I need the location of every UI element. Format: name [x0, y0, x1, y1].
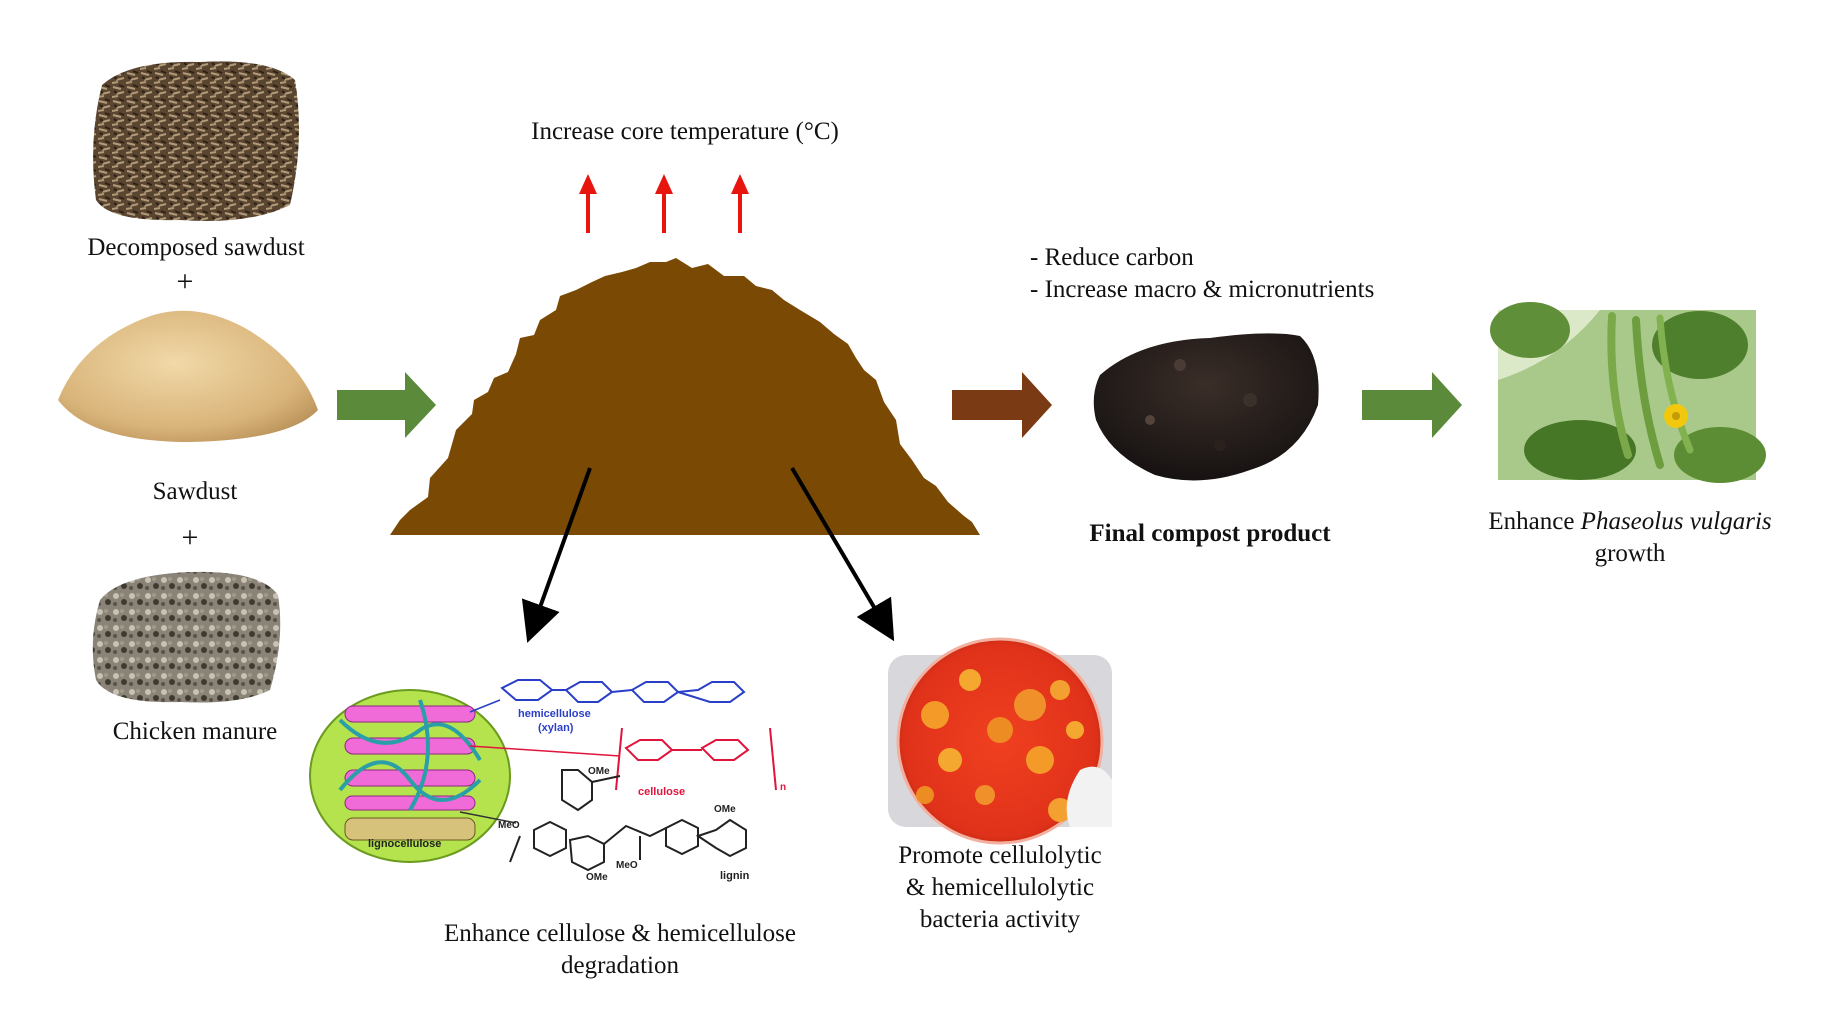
bacteria-label-line2: & hemicellulolytic — [905, 874, 1095, 901]
outcome-species: Phaseolus vulgaris — [1580, 508, 1772, 535]
red-temperature-arrows — [579, 174, 749, 233]
core-temperature-label: Increase core temperature (°C) — [531, 118, 839, 145]
cellulose-label: cellulose — [638, 786, 686, 798]
meo-label: MeO — [498, 820, 520, 831]
brown-arrow — [952, 372, 1052, 438]
outcome-label: Enhance Phaseolus vulgaris — [1470, 506, 1790, 538]
degradation-label-line2: degradation — [560, 952, 679, 979]
effect-reduce-carbon: - Reduce carbon — [1030, 244, 1194, 271]
effect-increase-nutrients: - Increase macro & micronutrients — [1030, 276, 1375, 303]
bacteria-label-line1: Promote cellulolytic — [898, 842, 1102, 869]
compost-pile — [390, 258, 980, 535]
outcome-prefix: Enhance — [1488, 508, 1581, 535]
hemicellulose-label: hemicellulose — [518, 708, 591, 720]
ome-label: OMe — [586, 872, 608, 883]
bacteria-label-line3: bacteria activity — [919, 906, 1081, 933]
final-compost-label: Final compost product — [1089, 520, 1331, 547]
black-arrow — [790, 466, 895, 642]
ome-label: OMe — [714, 804, 736, 815]
meo-label: MeO — [616, 860, 638, 871]
plus-sign: + — [181, 521, 199, 554]
black-arrow — [521, 467, 592, 643]
xylan-label: (xylan) — [538, 722, 574, 734]
sawdust-label: Sawdust — [152, 478, 238, 505]
green-arrow — [337, 372, 436, 438]
green-arrow — [1362, 372, 1462, 438]
degradation-label-line1: Enhance cellulose & hemicellulose — [444, 920, 796, 947]
repeat-n-label: n — [780, 782, 787, 793]
ome-label: OMe — [588, 766, 610, 777]
lignocellulose-label: lignocellulose — [368, 838, 442, 850]
lignin-label: lignin — [720, 870, 750, 882]
plus-sign: + — [176, 265, 194, 298]
decomposed-sawdust-label: Decomposed sawdust — [87, 234, 305, 261]
chicken-manure-label: Chicken manure — [112, 718, 278, 745]
outcome-suffix: growth — [1594, 540, 1666, 567]
